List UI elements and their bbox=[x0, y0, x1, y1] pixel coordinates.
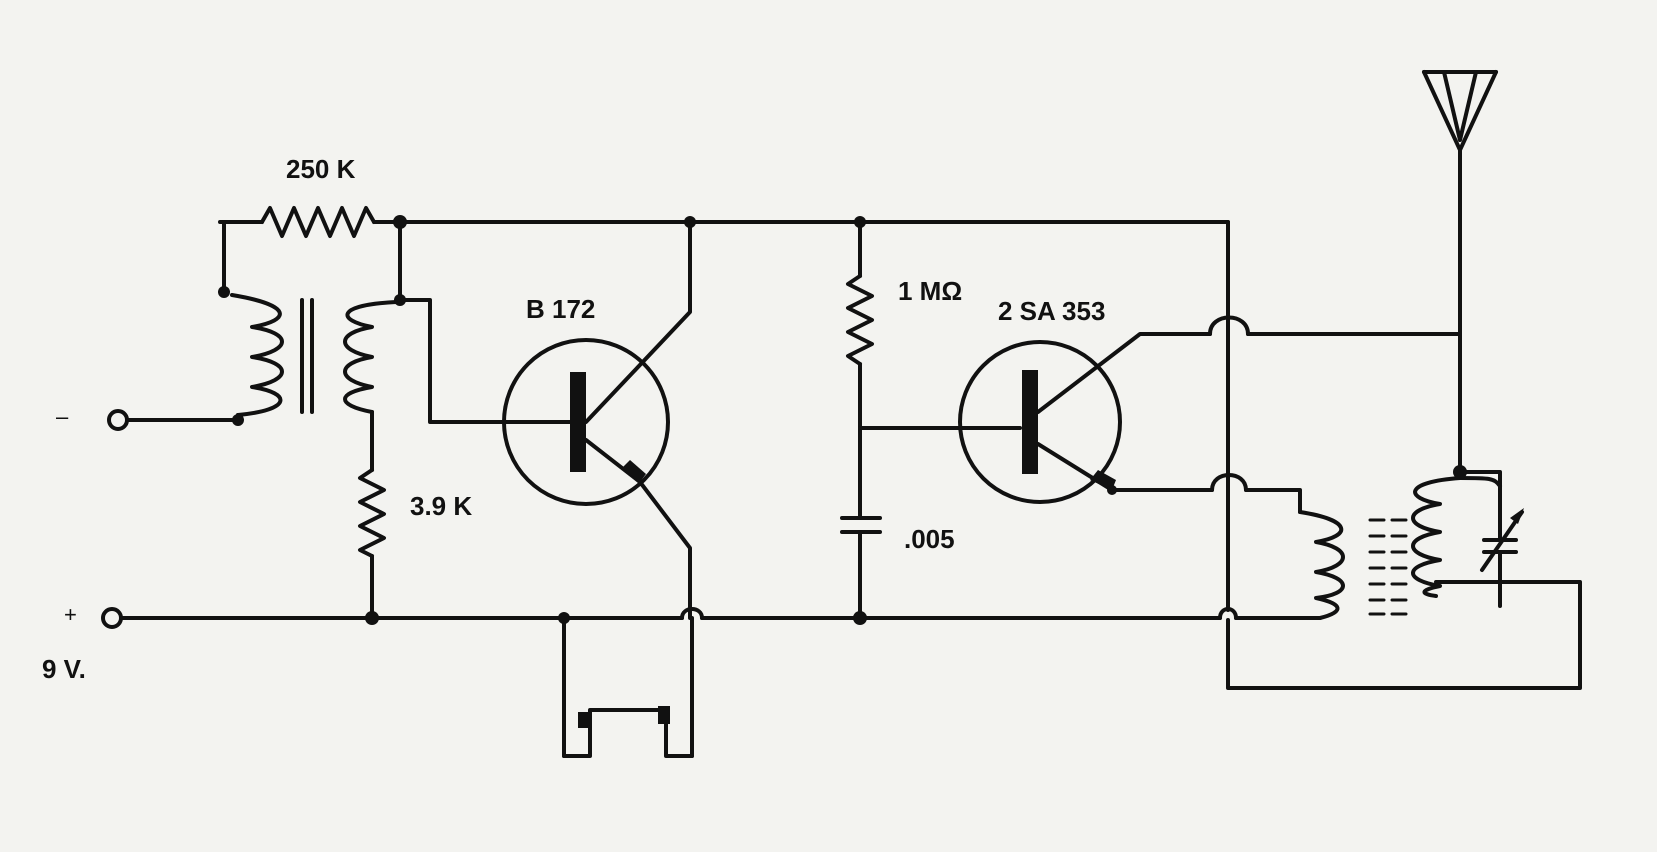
label-minus: – bbox=[56, 404, 69, 429]
label-005: .005 bbox=[904, 524, 955, 554]
earphone-jack-symbol bbox=[562, 616, 694, 758]
audio-transformer-symbol bbox=[230, 293, 398, 417]
junction-dots bbox=[218, 215, 1467, 625]
capacitor-symbol bbox=[840, 516, 882, 534]
resistor-3.9k-symbol bbox=[358, 468, 386, 558]
label-q2: 2 SA 353 bbox=[998, 296, 1105, 326]
resistor-1m-symbol bbox=[846, 274, 874, 366]
input-terminal-minus bbox=[107, 409, 240, 431]
antenna-symbol bbox=[1422, 70, 1498, 474]
transistor-q1-symbol bbox=[502, 220, 692, 620]
label-9v: 9 V. bbox=[42, 654, 86, 684]
label-250k: 250 K bbox=[286, 154, 356, 184]
top-rail bbox=[218, 206, 1230, 612]
label-1m: 1 MΩ bbox=[898, 276, 962, 306]
label-q1: B 172 bbox=[526, 294, 595, 324]
variable-capacitor-symbol bbox=[1226, 470, 1582, 690]
wire-q1-base bbox=[398, 298, 572, 424]
label-plus: + bbox=[64, 602, 77, 627]
transistor-q2-symbol bbox=[958, 315, 1462, 514]
bottom-rail bbox=[101, 607, 1322, 629]
resistor-250k-symbol bbox=[260, 206, 376, 238]
label-3.9k: 3.9 K bbox=[410, 491, 472, 521]
rf-transformer-symbol bbox=[1298, 476, 1502, 620]
